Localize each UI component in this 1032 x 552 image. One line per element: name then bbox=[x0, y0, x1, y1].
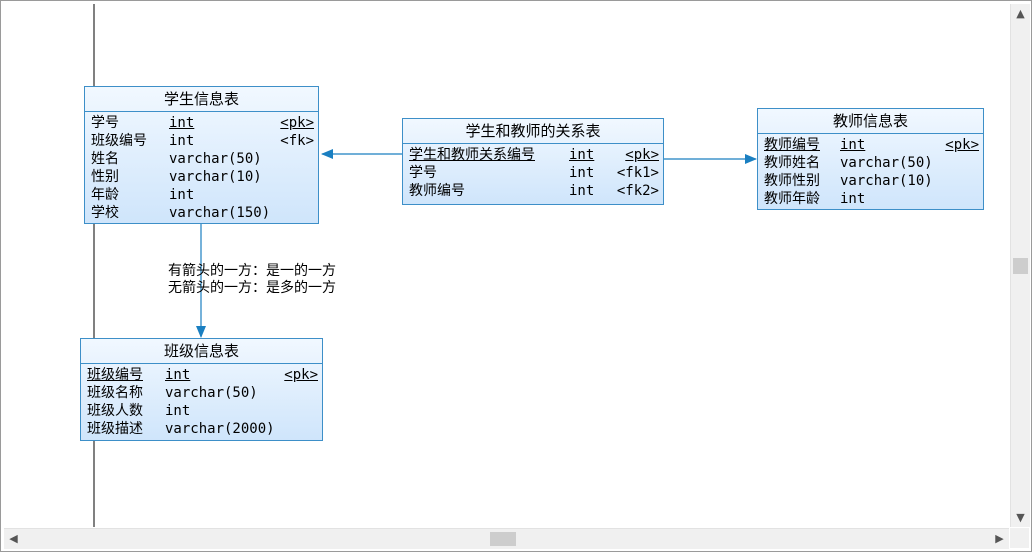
triangle-down-icon[interactable]: ▼ bbox=[1016, 511, 1025, 524]
horizontal-scroll-thumb[interactable] bbox=[490, 532, 516, 546]
triangle-left-icon[interactable]: ◀ bbox=[9, 532, 18, 545]
scrollbar-corner bbox=[1010, 528, 1029, 548]
entity-title: 班级信息表 bbox=[81, 339, 322, 364]
diagram-note: 有箭头的一方：是一的一方 无箭头的一方：是多的一方 bbox=[168, 263, 336, 297]
relationship-links bbox=[93, 4, 757, 527]
triangle-up-icon[interactable]: ▲ bbox=[1016, 7, 1025, 20]
note-line-2: 无箭头的一方：是多的一方 bbox=[168, 280, 336, 296]
triangle-right-icon[interactable]: ▶ bbox=[995, 532, 1004, 545]
horizontal-scrollbar[interactable]: ◀ ▶ bbox=[4, 528, 1009, 549]
entity-title: 学生信息表 bbox=[85, 87, 318, 112]
note-line-1: 有箭头的一方：是一的一方 bbox=[168, 263, 336, 279]
vertical-scrollbar[interactable]: ▲ ▼ bbox=[1010, 4, 1030, 527]
entity-title: 教师信息表 bbox=[758, 109, 983, 134]
vertical-scroll-thumb[interactable] bbox=[1013, 258, 1028, 274]
entity-title: 学生和教师的关系表 bbox=[403, 119, 663, 144]
